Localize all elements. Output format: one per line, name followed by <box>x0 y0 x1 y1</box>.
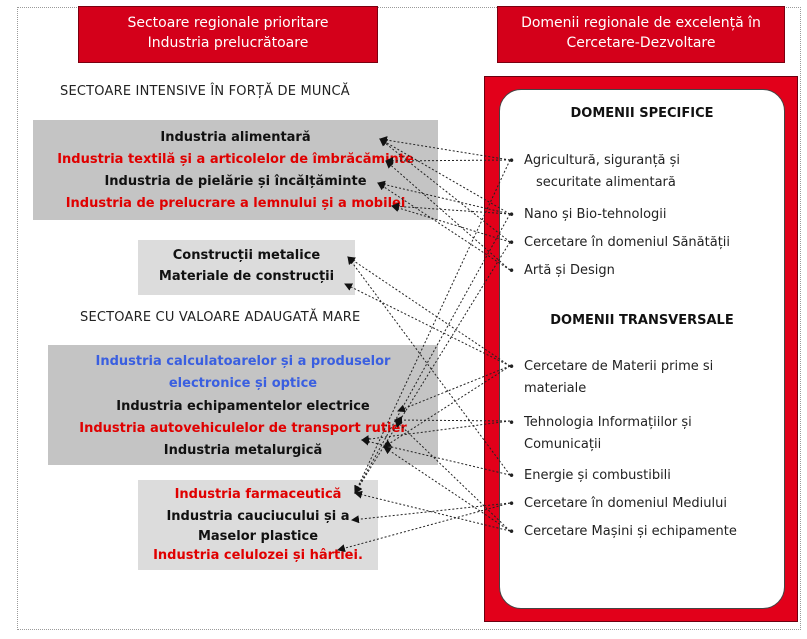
sector-item: Materiale de construcții <box>158 269 335 284</box>
domain-label: Cercetare de Materii prime si <box>524 359 714 374</box>
connector-arrow <box>377 180 511 215</box>
domain-label: Tehnologia Informațiilor și <box>524 415 692 430</box>
sector-item: Industria de pielărie și încălțăminte <box>104 174 367 189</box>
transversal-domains-heading: DOMENII TRANSVERSALE <box>550 313 734 328</box>
domain-label: Artă și Design <box>524 263 615 278</box>
connector-arrow <box>394 419 511 532</box>
domain-item: • Energie și combustibili <box>508 465 776 487</box>
connector-arrow <box>354 213 511 494</box>
domain-label: Nano și Bio-tehnologii <box>524 207 667 222</box>
connector-arrow <box>379 138 511 215</box>
outer-frame <box>17 7 801 630</box>
bullet-icon: • <box>508 236 516 250</box>
connector-arrow <box>385 160 511 271</box>
connector-arrow <box>351 502 511 524</box>
connector-arrow <box>397 365 511 413</box>
heading-high-added-value: SECTOARE CU VALOARE ADAUGATĂ MARE <box>80 310 361 325</box>
sector-item: Industria autovehiculelor de transport r… <box>79 421 407 436</box>
domain-label-cont: materiale <box>524 381 587 396</box>
sector-item: Industria cauciucului și a <box>166 509 350 524</box>
connector-arrow <box>361 420 511 444</box>
domain-item: • Cercetare de Materii prime si material… <box>508 356 776 400</box>
connector-arrow <box>347 256 511 476</box>
sector-item: Industria textilă și a articolelor de îm… <box>57 152 414 167</box>
connector-arrow <box>337 502 511 553</box>
connector-arrow <box>354 241 511 494</box>
header-priority-sectors-line2: Industria prelucrătoare <box>147 35 309 51</box>
sector-item: Industria alimentară <box>160 130 311 145</box>
connector-arrow <box>383 365 511 448</box>
connector-arrow <box>361 437 511 476</box>
domain-item: • Artă și Design <box>508 260 776 282</box>
bullet-icon: • <box>508 469 516 483</box>
group-chemical-paper: Industria farmaceutică Industria cauciuc… <box>138 480 378 570</box>
domain-item: • Agricultură, siguranță și securitate a… <box>508 150 776 194</box>
domain-label-cont: securitate alimentară <box>536 175 676 190</box>
connector-arrow <box>391 204 511 243</box>
bullet-icon: • <box>508 208 516 222</box>
header-excellence-domains-line1: Domenii regionale de excelență în <box>521 15 761 31</box>
header-priority-sectors-line1: Sectoare regionale prioritare <box>127 15 329 31</box>
domain-label: Energie și combustibili <box>524 468 671 483</box>
domain-item: • Cercetare în domeniul Mediului <box>508 493 776 515</box>
domain-item: • Cercetare Mașini și echipamente <box>508 521 776 543</box>
domain-label: Cercetare în domeniul Mediului <box>524 496 727 511</box>
connector-arrow <box>379 136 511 161</box>
domains-list-panel: DOMENII SPECIFICE • Agricultură, siguran… <box>499 89 785 609</box>
connector-arrow <box>391 202 511 215</box>
sector-item: Industria metalurgică <box>163 443 323 458</box>
sector-item: Industria farmaceutică <box>174 487 342 502</box>
connector-arrow <box>383 446 511 532</box>
domain-item: • Cercetare în domeniul Sănătății <box>508 232 776 254</box>
domain-label-cont: Comunicații <box>524 437 602 452</box>
sector-item: Industria calculatoarelor și a produselo… <box>95 354 391 369</box>
connector-arrow <box>354 490 511 532</box>
bullet-icon: • <box>508 525 516 539</box>
bullet-icon: • <box>508 416 516 430</box>
sector-item: Maselor plastice <box>197 529 319 544</box>
connector-arrow <box>385 156 511 165</box>
domain-item: • Tehnologia Informațiilor și Comunicați… <box>508 412 776 456</box>
header-excellence-domains-line2: Cercetare-Dezvoltare <box>566 35 716 51</box>
sector-item: Industria celulozei și hârtiei. <box>153 548 363 563</box>
domain-label: Agricultură, siguranță și <box>524 153 681 168</box>
sector-item: Construcții metalice <box>172 248 321 263</box>
sector-item: Industria de prelucrare a lemnului și a … <box>65 196 406 211</box>
bullet-icon: • <box>508 360 516 374</box>
group-construction: Construcții metalice Materiale de constr… <box>138 240 355 295</box>
connector-arrow <box>347 256 511 367</box>
bullet-icon: • <box>508 154 516 168</box>
bullet-icon: • <box>508 497 516 511</box>
bullet-icon: • <box>508 264 516 278</box>
domain-label: Cercetare Mașini și echipamente <box>524 524 737 539</box>
sector-item: electronice și optice <box>168 376 318 391</box>
connector-arrow <box>379 138 511 243</box>
header-excellence-domains: Domenii regionale de excelență în Cercet… <box>497 6 785 63</box>
group-high-added-value: Industria calculatoarelor și a produselo… <box>48 345 438 465</box>
heading-labour-intensive: SECTOARE INTENSIVE ÎN FORȚĂ DE MUNCĂ <box>60 84 350 99</box>
connector-arrow <box>354 159 511 494</box>
connector-arrow <box>344 283 511 367</box>
connector-arrow <box>394 416 511 425</box>
domain-label: Cercetare în domeniul Sănătății <box>524 235 731 250</box>
header-priority-sectors: Sectoare regionale prioritare Industria … <box>78 6 378 63</box>
domain-item: • Nano și Bio-tehnologii <box>508 204 776 226</box>
group-labour-intensive: Industria alimentară Industria textilă ș… <box>33 120 438 220</box>
sector-item: Industria echipamentelor electrice <box>116 399 370 414</box>
specific-domains-heading: DOMENII SPECIFICE <box>570 106 714 121</box>
